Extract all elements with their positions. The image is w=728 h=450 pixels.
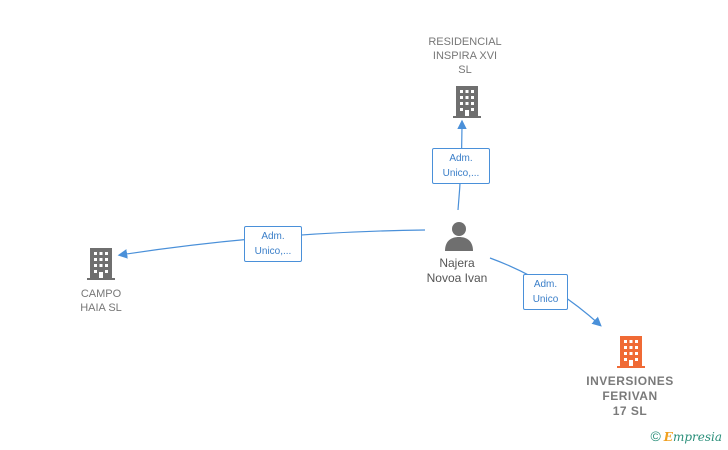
- node-najera[interactable]: [443, 220, 475, 257]
- node-label-inversiones: INVERSIONES FERIVAN 17 SL: [586, 374, 674, 418]
- building-icon: [87, 248, 115, 280]
- node-label-campo: CAMPO HAIA SL: [80, 288, 122, 314]
- edge-label-residencial[interactable]: Adm. Unico,...: [432, 148, 490, 184]
- node-inversiones[interactable]: [616, 334, 646, 373]
- node-label-residencial: RESIDENCIAL INSPIRA XVI SL: [428, 36, 502, 76]
- node-campo[interactable]: [86, 246, 116, 285]
- person-icon: [445, 222, 473, 251]
- building-icon: [453, 86, 481, 118]
- brand-initial: E: [663, 430, 673, 444]
- edge-label-campo[interactable]: Adm. Unico,...: [244, 226, 302, 262]
- brand-name: mpresia: [672, 430, 722, 444]
- copyright-symbol: ©: [650, 428, 661, 444]
- empresia-watermark: ©Empresia: [650, 428, 722, 444]
- edge-label-inversiones[interactable]: Adm. Unico: [523, 274, 568, 310]
- node-label-najera: Najera Novoa Ivan: [426, 256, 488, 285]
- building-icon: [617, 336, 645, 368]
- node-residencial[interactable]: [452, 84, 482, 123]
